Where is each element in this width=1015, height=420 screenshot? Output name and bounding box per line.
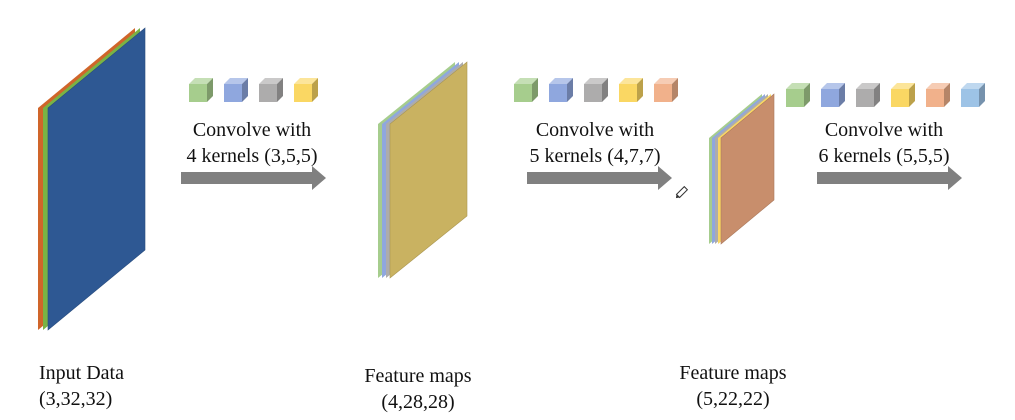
- feature-maps-1-name: Feature maps: [364, 365, 472, 387]
- feature-maps-1-dims: (4,28,28): [381, 391, 455, 413]
- pencil-cursor-icon: [675, 185, 689, 199]
- feature-maps-2-dims: (5,22,22): [696, 388, 770, 410]
- kernel-stage-2-cube-4: [619, 78, 643, 102]
- input-data-volume: [38, 27, 146, 331]
- stage-1-caption: Convolve with 4 kernels (3,5,5): [182, 117, 322, 169]
- kernel-stage-2-cube-3: [584, 78, 608, 102]
- stage-2-caption-line-2: 5 kernels (4,7,7): [529, 145, 661, 167]
- feature-maps-1-label: Feature maps (4,28,28): [348, 363, 488, 415]
- kernel-stage-1-cube-3: [259, 78, 283, 102]
- kernel-cubes-stage-1: [189, 78, 318, 102]
- stage-1-caption-line-2: 4 kernels (3,5,5): [186, 145, 318, 167]
- input-data-name: Input Data: [39, 362, 124, 384]
- input-data-label: Input Data (3,32,32): [39, 360, 124, 412]
- stage-2-caption: Convolve with 5 kernels (4,7,7): [519, 117, 671, 169]
- kernel-stage-3-cube-2: [821, 83, 845, 107]
- feature-map-1-layer-4: [389, 61, 468, 279]
- feature-maps-2-label: Feature maps (5,22,22): [663, 360, 803, 412]
- stage-2-caption-line-1: Convolve with: [535, 119, 655, 141]
- stage-3-caption: Convolve with 6 kernels (5,5,5): [808, 117, 960, 169]
- kernel-cubes-stage-3: [786, 83, 985, 107]
- kernel-stage-3-cube-5: [926, 83, 950, 107]
- kernel-stage-3-cube-1: [786, 83, 810, 107]
- kernel-stage-1-cube-2: [224, 78, 248, 102]
- arrow-stage-1: [181, 166, 326, 190]
- stage-1-caption-line-1: Convolve with: [192, 119, 312, 141]
- kernel-cubes-stage-2: [514, 78, 678, 102]
- kernel-stage-1-cube-1: [189, 78, 213, 102]
- kernel-stage-2-cube-2: [549, 78, 573, 102]
- arrow-stage-2: [527, 166, 672, 190]
- stage-3-caption-line-2: 6 kernels (5,5,5): [818, 145, 950, 167]
- kernel-stage-2-cube-5: [654, 78, 678, 102]
- arrow-stage-3: [817, 166, 962, 190]
- feature-maps-2-name: Feature maps: [679, 362, 787, 384]
- kernel-stage-3-cube-3: [856, 83, 880, 107]
- input-data-dims: (3,32,32): [39, 388, 113, 410]
- input-data-layer-3: [47, 27, 146, 331]
- feature-map-volume-2: [709, 93, 775, 245]
- feature-map-2-layer-5: [720, 93, 775, 245]
- kernel-stage-3-cube-6: [961, 83, 985, 107]
- kernel-stage-2-cube-1: [514, 78, 538, 102]
- feature-map-volume-1: [378, 61, 468, 279]
- kernel-stage-1-cube-4: [294, 78, 318, 102]
- stage-3-caption-line-1: Convolve with: [824, 119, 944, 141]
- kernel-stage-3-cube-4: [891, 83, 915, 107]
